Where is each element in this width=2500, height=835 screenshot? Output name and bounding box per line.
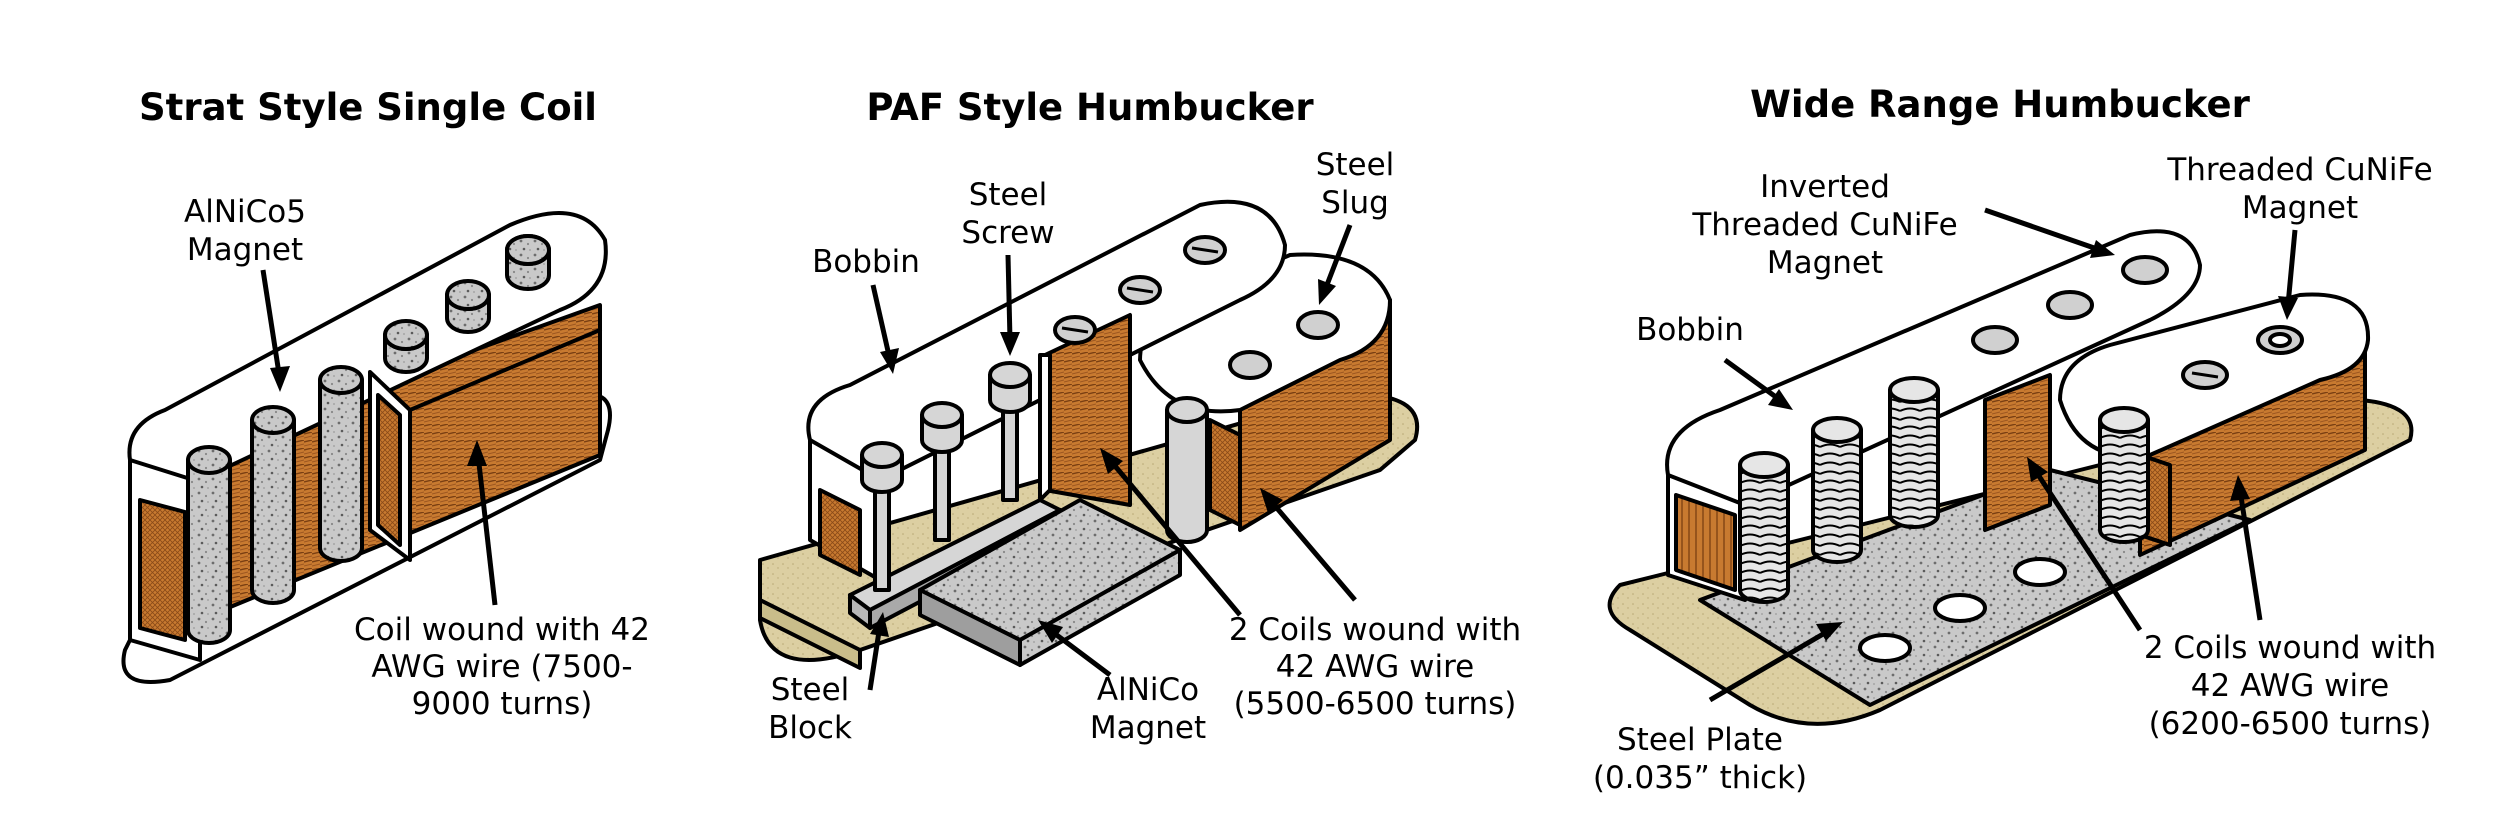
svg-text:Magnet: Magnet [187,232,303,268]
svg-text:Magnet: Magnet [1090,710,1206,746]
svg-text:Steel: Steel [771,672,850,708]
svg-text:Inverted: Inverted [1760,169,1890,205]
label-steel-slug: Steel Slug [1316,147,1395,305]
svg-text:42 AWG wire: 42 AWG wire [1276,649,1474,685]
svg-text:(5500-6500 turns): (5500-6500 turns) [1234,686,1517,722]
label-steel-block: Steel Block [768,612,889,746]
svg-text:Coil wound with 42: Coil wound with 42 [354,612,650,648]
label-2-coils-wide-range: 2 Coils wound with 42 AWG wire (6200-650… [2027,457,2436,742]
label-bobbin: Bobbin [812,244,920,374]
svg-text:(6200-6500 turns): (6200-6500 turns) [2149,706,2432,742]
svg-text:Steel Plate: Steel Plate [1617,722,1783,758]
strat-pickup-drawing [121,211,612,684]
panel-title: Strat Style Single Coil [139,86,597,129]
bobbin-screw-heads [1053,235,1227,345]
svg-text:AlNiCo5: AlNiCo5 [184,194,306,230]
bobbin-magnet-holes [1971,255,2169,355]
label-2-coils-paf: 2 Coils wound with 42 AWG wire (5500-650… [1100,448,1521,722]
svg-text:2 Coils wound with: 2 Coils wound with [1229,612,1521,648]
svg-text:Steel: Steel [1316,147,1395,183]
svg-text:2 Coils wound with: 2 Coils wound with [2144,630,2436,666]
label-steel-plate: Steel Plate (0.035” thick) [1593,622,1843,796]
paf-pickup-drawing [758,199,1420,670]
svg-text:Slug: Slug [1321,185,1389,221]
svg-text:AlNiCo: AlNiCo [1097,672,1199,708]
plate-hole [1933,593,1987,623]
magnet-poles-exposed [186,365,364,645]
panel-strat-single-coil: Strat Style Single Coil [121,86,650,722]
label-inverted-threaded-cunife: Inverted Threaded CuNiFe Magnet [1691,169,2115,281]
label-alnico-magnet: AlNiCo Magnet [1038,620,1206,746]
panel-title: Wide Range Humbucker [1750,83,2251,126]
panel-title: PAF Style Humbucker [866,86,1314,129]
svg-text:Bobbin: Bobbin [812,244,920,280]
svg-text:Magnet: Magnet [1767,245,1883,281]
svg-text:Steel: Steel [969,177,1048,213]
label-steel-screw: Steel Screw [961,177,1055,356]
panel-wide-range-humbucker: Wide Range Humbucker [1593,83,2436,796]
svg-text:42 AWG wire: 42 AWG wire [2191,668,2389,704]
svg-text:AWG wire (7500-: AWG wire (7500- [371,649,632,685]
leader-arrow [260,269,283,381]
svg-text:Block: Block [768,710,852,746]
svg-text:Bobbin: Bobbin [1636,312,1744,348]
steel-slug [1165,396,1209,544]
exposed-steel-screws [860,361,1032,592]
svg-text:Screw: Screw [961,215,1054,251]
magnet-poles-top [383,234,551,374]
plate-hole [2013,557,2067,587]
svg-text:Threaded CuNiFe: Threaded CuNiFe [2166,152,2432,188]
label-threaded-cunife: Threaded CuNiFe Magnet [2166,152,2433,320]
panel-paf-humbucker: PAF Style Humbucker [758,86,1521,746]
svg-text:Magnet: Magnet [2242,190,2358,226]
svg-text:(0.035” thick): (0.035” thick) [1593,760,1807,796]
svg-text:Threaded CuNiFe: Threaded CuNiFe [1691,207,1957,243]
plate-hole [1858,633,1912,663]
svg-text:9000 turns): 9000 turns) [412,686,593,722]
label-bobbin: Bobbin [1636,312,1793,410]
threaded-cunife-magnets [1738,376,2150,604]
label-coil-42awg: Coil wound with 42 AWG wire (7500- 9000 … [354,440,650,722]
label-alnico5-magnet: AlNiCo5 Magnet [184,194,306,392]
